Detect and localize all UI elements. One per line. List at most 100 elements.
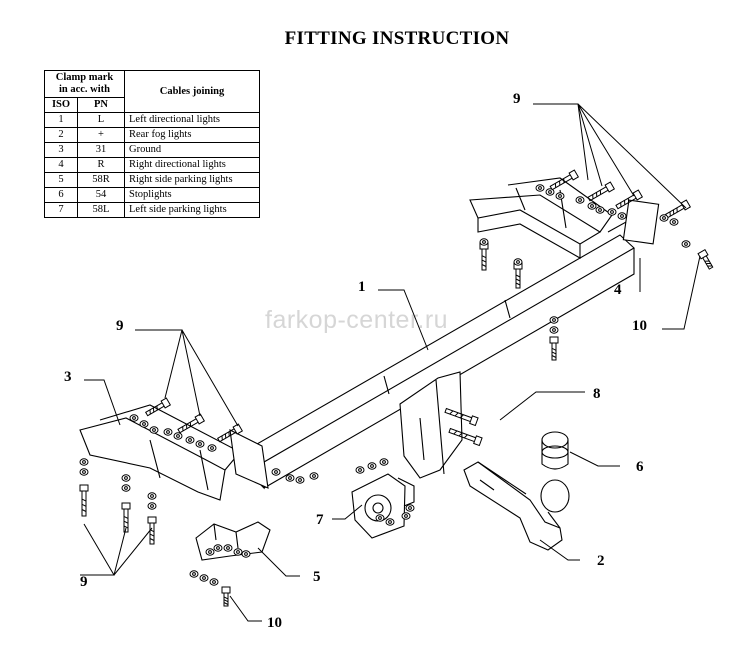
nut-hole bbox=[620, 214, 624, 218]
nut bbox=[617, 212, 627, 220]
bolt bbox=[513, 262, 523, 289]
nut bbox=[185, 436, 195, 444]
cables-joining-header: Cables joining bbox=[124, 70, 260, 113]
nut-hole bbox=[188, 438, 192, 442]
bolt bbox=[587, 181, 616, 202]
nut-hole bbox=[198, 442, 202, 446]
bolt bbox=[216, 423, 244, 443]
nut-hole bbox=[132, 416, 136, 420]
nut-hole bbox=[274, 470, 278, 474]
support-bracket bbox=[195, 521, 271, 561]
callout-7: 7 bbox=[316, 512, 324, 528]
nut bbox=[147, 502, 157, 510]
nut bbox=[385, 518, 395, 526]
callout-1: 1 bbox=[358, 279, 366, 295]
nut bbox=[129, 414, 139, 422]
callout-5: 5 bbox=[313, 569, 321, 585]
nut-hole bbox=[216, 546, 220, 550]
left-bracket bbox=[79, 404, 269, 501]
nut bbox=[205, 548, 215, 556]
nut bbox=[195, 440, 205, 448]
nut bbox=[549, 316, 559, 324]
nut bbox=[147, 492, 157, 500]
nut-hole bbox=[482, 240, 486, 244]
bolt bbox=[615, 189, 644, 210]
nut-hole bbox=[124, 486, 128, 490]
nut bbox=[375, 514, 385, 522]
bolt-group bbox=[79, 169, 714, 607]
nut-hole bbox=[150, 504, 154, 508]
nut-hole bbox=[298, 478, 302, 482]
nut bbox=[575, 196, 585, 204]
bolt bbox=[549, 169, 580, 191]
nut-hole bbox=[212, 580, 216, 584]
callout-9-top: 9 bbox=[513, 91, 521, 107]
nut-hole bbox=[312, 474, 316, 478]
nut-hole bbox=[552, 318, 556, 322]
leader-lines bbox=[80, 103, 701, 622]
nut bbox=[355, 466, 365, 474]
nut-hole bbox=[370, 464, 374, 468]
center-plate bbox=[399, 371, 463, 479]
bolt bbox=[79, 484, 89, 517]
nut-hole bbox=[288, 476, 292, 480]
bolt bbox=[221, 586, 231, 607]
nut-hole bbox=[516, 260, 520, 264]
nut-hole bbox=[150, 494, 154, 498]
nut bbox=[241, 550, 251, 558]
clamp-mark-header-line1: Clamp mark bbox=[55, 72, 114, 83]
bolt bbox=[121, 502, 131, 533]
ball-neck bbox=[463, 461, 570, 551]
nut bbox=[595, 206, 605, 214]
nut bbox=[309, 472, 319, 480]
nut bbox=[121, 484, 131, 492]
nut-hole bbox=[404, 514, 408, 518]
nut-hole bbox=[176, 434, 180, 438]
nut-hole bbox=[210, 446, 214, 450]
nut-hole bbox=[124, 476, 128, 480]
nut-hole bbox=[208, 550, 212, 554]
nut bbox=[79, 458, 89, 466]
nut bbox=[659, 214, 669, 222]
nut-hole bbox=[408, 506, 412, 510]
bolt bbox=[664, 199, 692, 219]
nut-hole bbox=[548, 190, 552, 194]
nut-hole bbox=[610, 210, 614, 214]
nut-hole bbox=[590, 204, 594, 208]
cable-joining-table: Clamp mark in acc. with Cables joining I… bbox=[44, 70, 260, 218]
nut bbox=[199, 574, 209, 582]
nut-hole bbox=[558, 194, 562, 198]
bolt bbox=[549, 336, 559, 361]
callout-6: 6 bbox=[636, 459, 644, 475]
nut bbox=[173, 432, 183, 440]
bolt bbox=[448, 427, 483, 447]
nut-hole bbox=[244, 552, 248, 556]
callout-2: 2 bbox=[597, 553, 605, 569]
callout-9-left: 9 bbox=[116, 318, 124, 334]
nut-hole bbox=[236, 550, 240, 554]
nut bbox=[121, 474, 131, 482]
nut-hole bbox=[166, 430, 170, 434]
table-header-row: Clamp mark in acc. with Cables joining bbox=[44, 70, 260, 113]
nut-hole bbox=[82, 460, 86, 464]
callout-8: 8 bbox=[593, 386, 601, 402]
bolt bbox=[177, 413, 206, 434]
callout-9-bottom: 9 bbox=[80, 574, 88, 590]
nut bbox=[669, 218, 679, 226]
nut bbox=[213, 544, 223, 552]
nut-hole bbox=[82, 470, 86, 474]
nut bbox=[207, 444, 217, 452]
nut bbox=[401, 512, 411, 520]
watermark-text: farkop-center.ru bbox=[265, 306, 449, 334]
nut-hole bbox=[578, 198, 582, 202]
nut bbox=[223, 544, 233, 552]
nut bbox=[607, 208, 617, 216]
nut-hole bbox=[552, 328, 556, 332]
nut bbox=[479, 238, 489, 246]
table-subheader-row: ISO PN bbox=[44, 97, 260, 113]
nut-hole bbox=[202, 576, 206, 580]
nut bbox=[379, 458, 389, 466]
